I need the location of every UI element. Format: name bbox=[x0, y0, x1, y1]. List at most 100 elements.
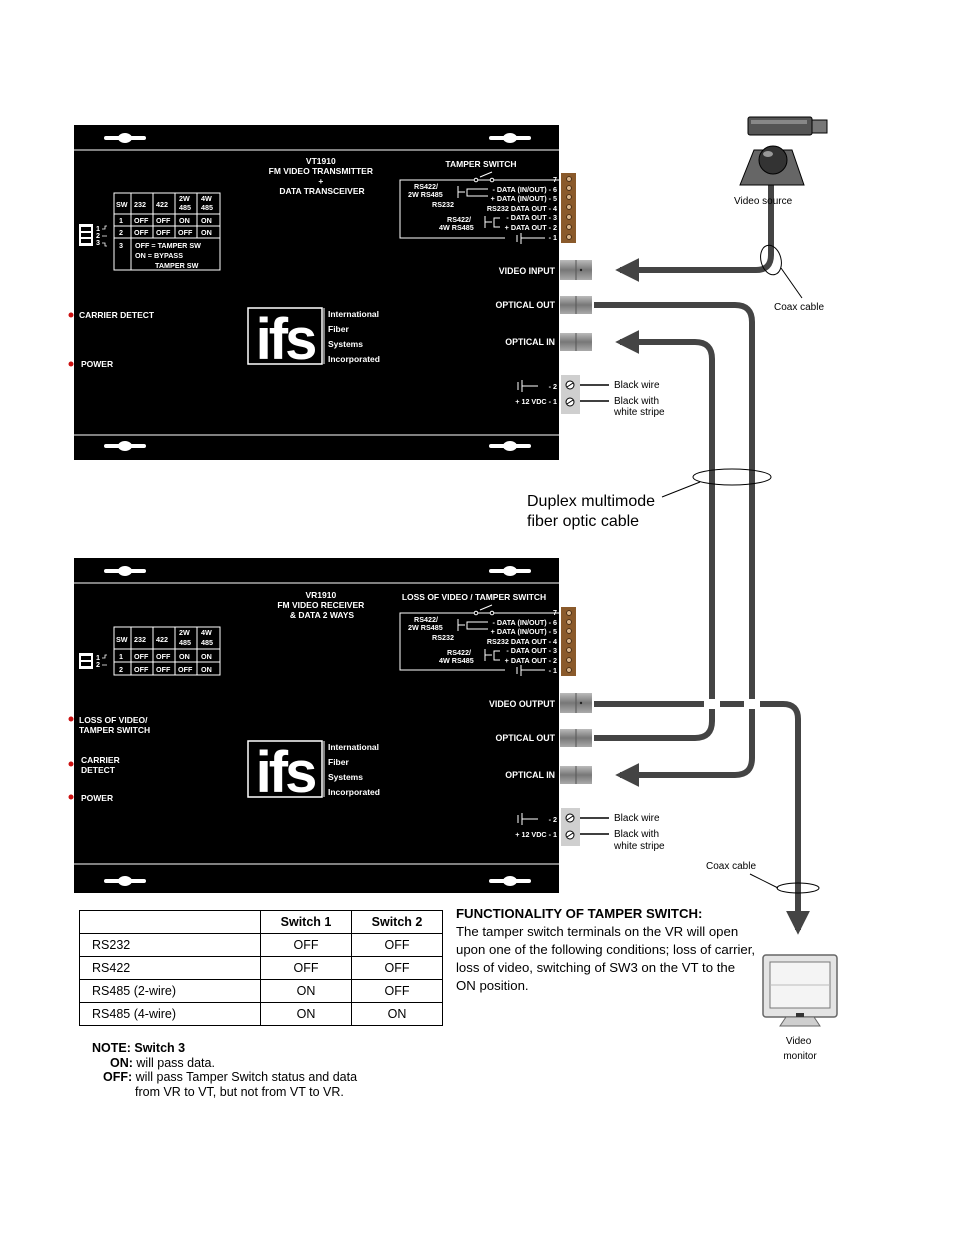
table-cell: RS485 (4-wire) bbox=[79, 1002, 261, 1026]
vr-terminal-block bbox=[561, 607, 576, 676]
svg-text:Systems: Systems bbox=[328, 772, 363, 782]
vt-terminal-labels: - 7 - DATA (IN/OUT) - 6 + DATA (IN/OUT) … bbox=[487, 175, 557, 242]
svg-text:- 7: - 7 bbox=[549, 608, 557, 617]
svg-text:Incorporated: Incorporated bbox=[328, 787, 380, 797]
functionality-title: FUNCTIONALITY OF TAMPER SWITCH: bbox=[456, 906, 703, 921]
vt-optical-in-label: OPTICAL IN bbox=[505, 337, 555, 347]
carrier-detect-label: CARRIER DETECT bbox=[79, 310, 155, 320]
svg-text:ON = BYPASS: ON = BYPASS bbox=[135, 251, 183, 260]
dip-switch-icon: 1 2 3 bbox=[79, 224, 107, 247]
note-off-text: will pass Tamper Switch status and data bbox=[135, 1070, 358, 1084]
svg-text:ON: ON bbox=[179, 216, 190, 225]
svg-text:white stripe: white stripe bbox=[613, 407, 665, 418]
svg-text:2: 2 bbox=[119, 665, 123, 674]
svg-text:ON: ON bbox=[201, 652, 212, 661]
table-row: RS485 (2-wire) ON OFF bbox=[79, 979, 443, 1003]
svg-text:2W: 2W bbox=[179, 628, 190, 637]
vt-port-connectors bbox=[560, 260, 592, 351]
svg-text:1: 1 bbox=[119, 652, 123, 661]
svg-text:OFF: OFF bbox=[156, 228, 171, 237]
svg-text:RS232: RS232 bbox=[432, 633, 454, 642]
svg-text:+ 12 VDC - 1: + 12 VDC - 1 bbox=[515, 397, 557, 406]
table-cell: RS422 bbox=[79, 956, 261, 980]
svg-text:RS232 DATA OUT - 4: RS232 DATA OUT - 4 bbox=[487, 637, 557, 646]
table-row: RS232 OFF OFF bbox=[79, 933, 443, 957]
carrier-detect-led bbox=[68, 761, 74, 767]
svg-text:Incorporated: Incorporated bbox=[328, 354, 380, 364]
svg-text:3: 3 bbox=[119, 241, 123, 250]
table-cell: ON bbox=[260, 979, 352, 1003]
table-row: RS485 (4-wire) ON ON bbox=[79, 1002, 443, 1026]
power-led bbox=[68, 361, 74, 367]
table-header-cell: Switch 2 bbox=[351, 910, 443, 934]
svg-text:485: 485 bbox=[201, 203, 213, 212]
carrier-detect-led bbox=[68, 312, 74, 318]
svg-text:Fiber: Fiber bbox=[328, 324, 349, 334]
svg-text:OFF: OFF bbox=[156, 652, 171, 661]
mount-slot-icon bbox=[104, 566, 531, 886]
svg-text:+ 12 VDC - 1: + 12 VDC - 1 bbox=[515, 830, 557, 839]
note-on-label: ON: bbox=[110, 1055, 133, 1070]
ifs-logo: ifs International Fiber Systems Incorpor… bbox=[247, 307, 380, 372]
svg-text:- DATA (IN/OUT) - 6: - DATA (IN/OUT) - 6 bbox=[492, 618, 557, 627]
svg-text:2: 2 bbox=[96, 231, 100, 240]
fiber-callout bbox=[661, 468, 772, 498]
coax-callout-bottom bbox=[749, 873, 820, 894]
svg-text:1: 1 bbox=[96, 653, 100, 662]
vt-protocol-labels: RS422/ 2W RS485 RS232 RS422/ 4W RS485 bbox=[408, 182, 474, 232]
svg-text:+ DATA (IN/OUT) - 5: + DATA (IN/OUT) - 5 bbox=[491, 627, 557, 636]
vr-switch-table bbox=[113, 626, 221, 676]
vt-power-ground-symbol bbox=[517, 380, 538, 392]
svg-text:422: 422 bbox=[156, 200, 168, 209]
vt-tamper-title: TAMPER SWITCH bbox=[445, 159, 516, 169]
loss-of-video-label: LOSS OF VIDEO/ TAMPER SWITCH bbox=[79, 715, 150, 735]
vt-panel bbox=[74, 125, 559, 460]
carrier-detect-label: CARRIER DETECT bbox=[81, 755, 122, 775]
vr-title: VR1910 FM VIDEO RECEIVER & DATA 2 WAYS bbox=[277, 590, 366, 620]
svg-text:- DATA OUT - 3: - DATA OUT - 3 bbox=[506, 646, 557, 655]
vr-panel bbox=[74, 558, 559, 893]
svg-text:1: 1 bbox=[119, 216, 123, 225]
coax-callout-top bbox=[760, 244, 803, 299]
svg-text:OFF: OFF bbox=[134, 228, 149, 237]
svg-text:ON: ON bbox=[201, 216, 212, 225]
mount-slot-icon bbox=[104, 133, 531, 451]
svg-text:4W: 4W bbox=[201, 194, 212, 203]
table-cell: ON bbox=[260, 1002, 352, 1026]
svg-text:OFF: OFF bbox=[156, 216, 171, 225]
svg-text:3: 3 bbox=[96, 238, 100, 247]
table-cell: OFF bbox=[260, 956, 352, 980]
svg-text:OFF: OFF bbox=[134, 216, 149, 225]
svg-text:- DATA OUT - 3: - DATA OUT - 3 bbox=[506, 213, 557, 222]
svg-text:ON: ON bbox=[201, 228, 212, 237]
svg-text:International: International bbox=[328, 309, 379, 319]
table-cell: OFF bbox=[351, 979, 443, 1003]
table-cell: OFF bbox=[351, 956, 443, 980]
fiber-vr-out-to-vt-in bbox=[594, 330, 715, 741]
svg-text:Black wire: Black wire bbox=[614, 380, 660, 391]
loss-of-video-led bbox=[68, 716, 74, 722]
svg-text:4W RS485: 4W RS485 bbox=[439, 656, 474, 665]
svg-text:RS232 DATA OUT - 4: RS232 DATA OUT - 4 bbox=[487, 204, 557, 213]
video-monitor-label: Video monitor bbox=[783, 1036, 817, 1062]
coax-cable-bottom bbox=[594, 701, 810, 935]
svg-text:OFF: OFF bbox=[178, 228, 193, 237]
svg-text:RS422/: RS422/ bbox=[414, 182, 438, 191]
svg-text:RS232: RS232 bbox=[432, 200, 454, 209]
functionality-body: The tamper switch terminals on the VR wi… bbox=[456, 924, 756, 993]
table-row: RS422 OFF OFF bbox=[79, 956, 443, 980]
power-led bbox=[68, 794, 74, 800]
svg-text:SW: SW bbox=[116, 635, 128, 644]
svg-text:OFF: OFF bbox=[178, 665, 193, 674]
cable-crossover-gaps bbox=[704, 699, 760, 709]
vt-switch-table-text: SW 232 422 2W 485 4W 485 1 OFF OFF ON ON… bbox=[116, 194, 213, 270]
vr-terminal-diagram bbox=[399, 604, 560, 676]
table-cell: OFF bbox=[260, 933, 352, 957]
svg-text:232: 232 bbox=[134, 200, 146, 209]
table-header-cell: Switch 1 bbox=[260, 910, 352, 934]
vr-switch-table-text: SW 232 422 2W 485 4W 485 1 OFF OFF ON ON… bbox=[116, 628, 213, 674]
svg-text:422: 422 bbox=[156, 635, 168, 644]
svg-text:- 2: - 2 bbox=[549, 815, 557, 824]
vr-optical-in-label: OPTICAL IN bbox=[505, 770, 555, 780]
